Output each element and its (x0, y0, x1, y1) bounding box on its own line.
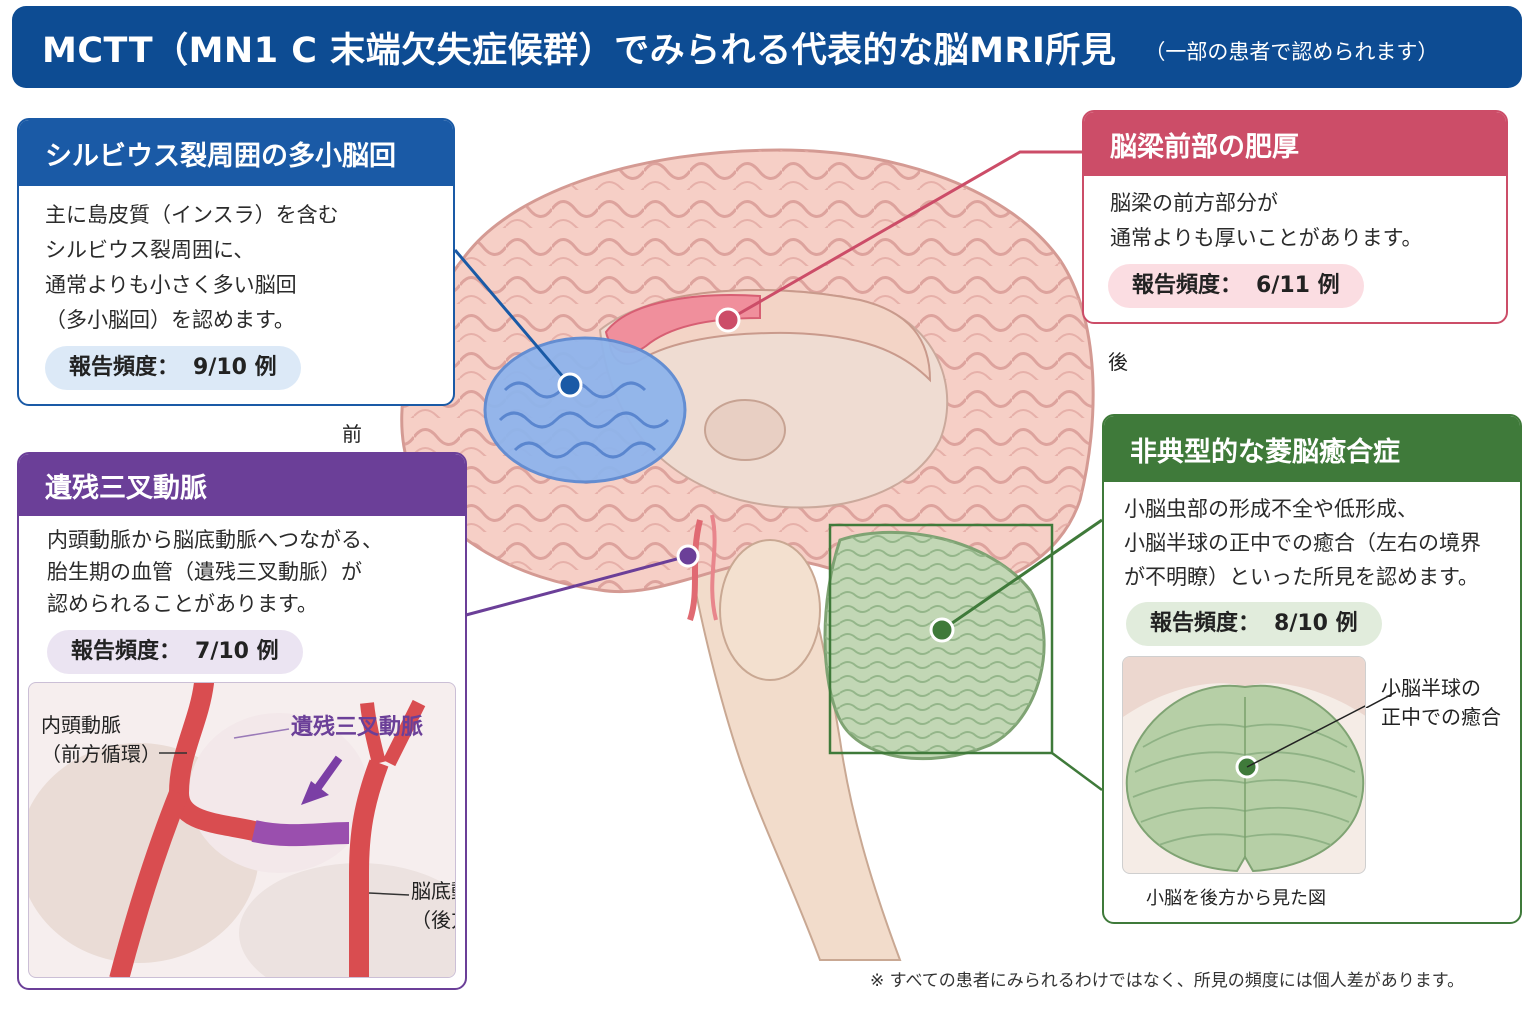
description-line: （多小脳回）を認めます。 (45, 308, 295, 332)
ica-label: 内頭動脈 （前方循環） (41, 713, 161, 766)
frequency-value: 8/10 例 (1274, 611, 1358, 636)
rs-marker (929, 617, 955, 643)
page-title: MCTT（MN1 C 末端欠失症候群）でみられる代表的な脳MRI所見 (42, 30, 1117, 71)
pmg-marker (557, 372, 583, 398)
corpus-callosum-card: 脳梁前部の肥厚 脳梁の前方部分が 通常よりも厚いことがあります。 報告頻度： 6/… (1082, 110, 1508, 324)
fusion-leader (1366, 691, 1396, 708)
description-line: 通常よりも小さく多い脳回 (45, 273, 297, 297)
pta-vessels (687, 519, 703, 621)
frequency-badge: 報告頻度： 6/11 例 (1108, 264, 1364, 308)
trigeminal-artery-heading: 遺残三叉動脈 (19, 454, 465, 516)
basilar-label: 脳底動脈 （後方循環） (411, 879, 455, 932)
description-line: 主に島皮質（インスラ）を含む (45, 203, 339, 227)
basilar-vessel (349, 759, 389, 977)
cerebellum-frame (828, 523, 1054, 755)
polymicrogyria-region (483, 336, 687, 484)
description-line: 脳梁の前方部分が (1110, 191, 1278, 215)
frequency-badge: 報告頻度： 8/10 例 (1126, 602, 1382, 646)
posterior-label: 後 (1108, 350, 1128, 374)
description-line: 胎生期の血管（遺残三叉動脈）が (47, 560, 362, 584)
pta-marker (676, 544, 700, 568)
thalamus (704, 399, 786, 461)
description-line: シルビウス裂周囲に、 (45, 238, 255, 262)
page-subtitle: （一部の患者で認められます） (1144, 40, 1439, 64)
rhombencephalosynapsis-description: 小脳虫部の形成不全や低形成、 小脳半球の正中での癒合（左右の境界 が不明瞭）とい… (1104, 482, 1520, 594)
rhombencephalosynapsis-heading: 非典型的な菱脳癒合症 (1104, 416, 1520, 482)
anterior-label: 前 (342, 422, 362, 446)
description-line: 認められることがあります。 (47, 592, 318, 616)
artery-inset-drawing (29, 683, 455, 977)
description-line: 小脳半球の正中での癒合（左右の境界 (1124, 531, 1481, 555)
polymicrogyria-description: 主に島皮質（インスラ）を含む シルビウス裂周囲に、 通常よりも小さく多い脳回 （… (19, 186, 453, 338)
cerebellum-inset-caption: 小脳を後方から見た図 (1146, 888, 1326, 909)
frequency-badge: 報告頻度： 9/10 例 (45, 346, 301, 390)
description-line: が不明瞭）といった所見を認めます。 (1124, 565, 1479, 589)
footnote: ※ すべての患者にみられるわけではなく、所見の頻度には個人差があります。 (870, 971, 1465, 991)
pons (719, 539, 821, 681)
title-bar: MCTT（MN1 C 末端欠失症候群）でみられる代表的な脳MRI所見 （一部の患… (12, 6, 1522, 88)
polymicrogyria-heading: シルビウス裂周囲の多小脳回 (19, 120, 453, 186)
pta-vessel (251, 820, 350, 847)
frequency-value: 7/10 例 (195, 639, 279, 664)
pta-label: 遺残三叉動脈 (291, 715, 424, 740)
description-line: 小脳虫部の形成不全や低形成、 (1124, 497, 1418, 521)
corpus-callosum-heading: 脳梁前部の肥厚 (1084, 112, 1506, 176)
frequency-badge: 報告頻度： 7/10 例 (47, 630, 303, 674)
cerebellum-posterior-inset (1122, 656, 1366, 874)
frequency-label: 報告頻度： (71, 639, 182, 664)
frequency-label: 報告頻度： (1150, 611, 1261, 636)
corpus-callosum-description: 脳梁の前方部分が 通常よりも厚いことがあります。 (1084, 176, 1506, 256)
frequency-label: 報告頻度： (69, 355, 180, 380)
artery-inset: 内頭動脈 （前方循環） 遺残三叉動脈 脳底動脈 （後方循環） (28, 682, 456, 978)
polymicrogyria-card: シルビウス裂周囲の多小脳回 主に島皮質（インスラ）を含む シルビウス裂周囲に、 … (17, 118, 455, 406)
fusion-label: 小脳半球の 正中での癒合 (1381, 676, 1501, 729)
frequency-value: 6/11 例 (1256, 273, 1340, 298)
description-line: 内頭動脈から脳底動脈へつながる、 (47, 528, 383, 552)
description-line: 通常よりも厚いことがあります。 (1110, 226, 1423, 250)
cc-marker (715, 307, 741, 333)
cerebellum-posterior-drawing (1123, 657, 1365, 873)
frequency-value: 9/10 例 (193, 355, 277, 380)
frequency-label: 報告頻度： (1132, 273, 1243, 298)
trigeminal-artery-description: 内頭動脈から脳底動脈へつながる、 胎生期の血管（遺残三叉動脈）が 認められること… (19, 516, 465, 620)
